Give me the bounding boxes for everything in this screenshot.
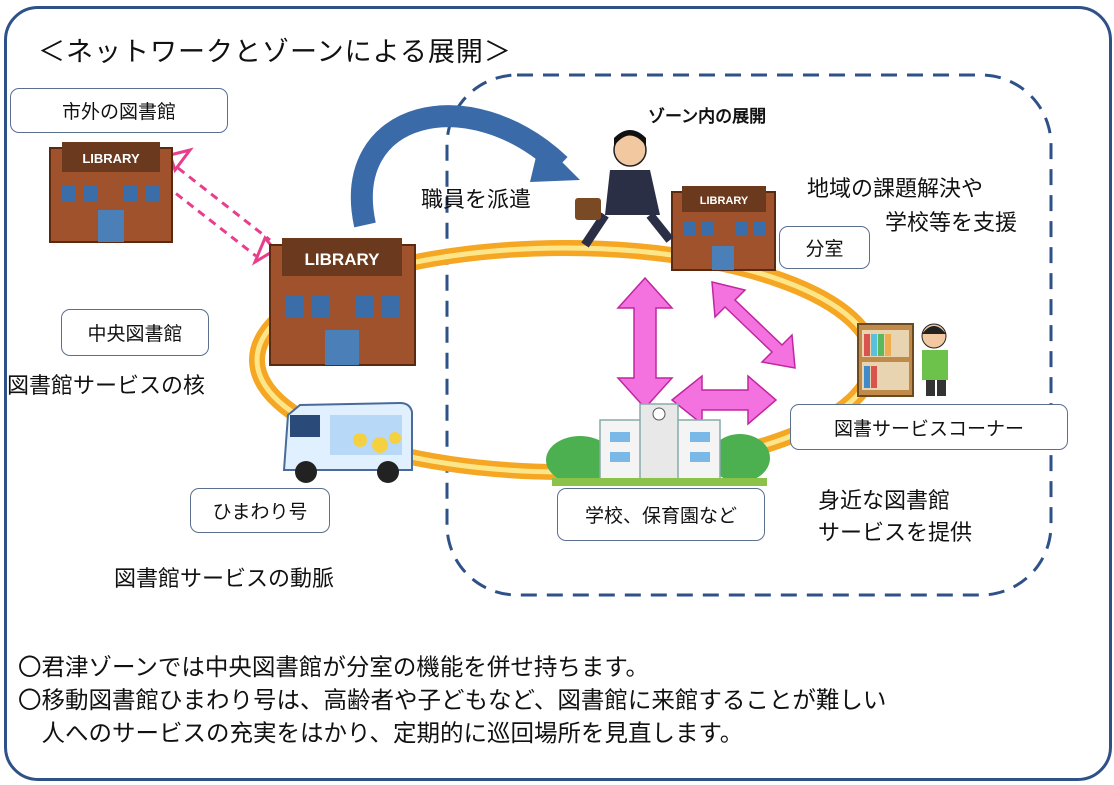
school-corner-arrow — [670, 374, 778, 426]
zone-title: ゾーン内の展開 — [648, 107, 767, 127]
central-library-label: 中央図書館 — [61, 309, 209, 356]
svg-text:LIBRARY: LIBRARY — [305, 250, 381, 269]
staff-figure — [575, 130, 674, 248]
note-line-1: 〇君津ゾーンでは中央図書館が分室の機能を併せ持ちます。 — [18, 653, 649, 681]
central-library-desc: 図書館サービスの核 — [7, 374, 206, 399]
bookmobile-desc: 図書館サービスの動脈 — [114, 567, 335, 592]
nearby-line1: 身近な図書館 — [818, 489, 951, 514]
notes: 〇君津ゾーンでは中央図書館が分室の機能を併せ持ちます。 〇移動図書館ひまわり号は… — [18, 651, 886, 750]
branch-room-label: 分室 — [779, 226, 870, 269]
bookmobile-label: ひまわり号 — [190, 488, 330, 533]
outside-library-label: 市外の図書館 — [10, 88, 228, 133]
branch-school-arrow — [616, 276, 674, 410]
branch-building: LIBRARY — [671, 186, 776, 271]
service-corner-figure — [857, 323, 948, 397]
outside-link-arrow — [164, 147, 278, 266]
outside-library-building: LIBRARY — [49, 142, 173, 243]
branch-desc-line1: 地域の課題解決や — [807, 177, 984, 202]
nearby-line2: サービスを提供 — [818, 521, 973, 546]
svg-text:LIBRARY: LIBRARY — [700, 195, 749, 207]
bookmobile-figure — [282, 401, 413, 483]
svg-text:LIBRARY: LIBRARY — [82, 151, 140, 166]
branch-desc-line2: 学校等を支援 — [885, 211, 1018, 236]
dispatch-staff-text: 職員を派遣 — [421, 188, 532, 213]
dispatch-arrow — [350, 105, 568, 228]
zone-boundary — [445, 73, 1053, 597]
note-line-3: 人へのサービスの充実をはかり、定期的に巡回場所を見直します。 — [18, 719, 744, 747]
central-library-building: LIBRARY — [269, 238, 416, 366]
note-line-2: 〇移動図書館ひまわり号は、高齢者や子どもなど、図書館に来館することが難しい — [18, 686, 887, 714]
school-building — [546, 403, 770, 486]
service-corner-label: 図書サービスコーナー — [790, 404, 1068, 450]
schools-label: 学校、保育園など — [557, 488, 765, 541]
diagram-title: ＜ネットワークとゾーンによる展開＞ — [38, 37, 512, 68]
branch-corner-arrow — [711, 281, 796, 369]
